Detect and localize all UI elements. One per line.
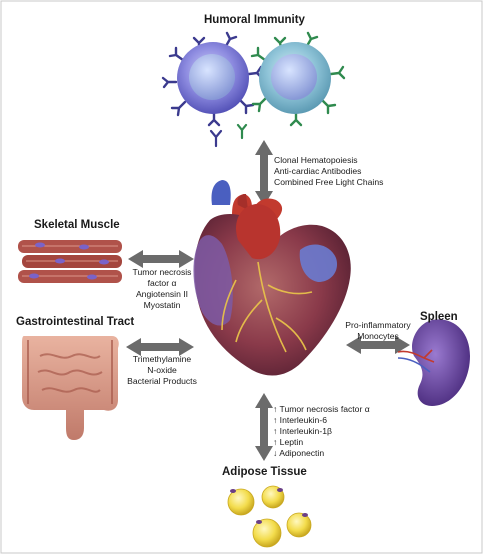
skeletal-marker: Angiotensin II bbox=[122, 289, 202, 300]
spleen-markers: Pro-inflammatory Monocytes bbox=[340, 320, 416, 342]
adipose-cells-icon bbox=[228, 486, 311, 547]
humoral-immunity-title: Humoral Immunity bbox=[204, 14, 305, 26]
adipose-marker: ↑ Tumor necrosis factor α bbox=[273, 404, 370, 415]
adipose-marker: ↑ Interleukin-1β bbox=[273, 426, 370, 437]
gastrointestinal-tract-icon bbox=[22, 336, 119, 440]
humoral-marker: Clonal Hematopoiesis bbox=[274, 155, 383, 166]
antibody-icons bbox=[211, 125, 246, 146]
gi-marker: Bacterial Products bbox=[112, 376, 212, 387]
b-cell-blue-icon bbox=[163, 33, 262, 125]
adipose-tissue-title: Adipose Tissue bbox=[222, 466, 307, 478]
spleen-marker: Monocytes bbox=[340, 331, 416, 342]
adipose-marker: ↑ Leptin bbox=[273, 437, 370, 448]
arrow-skeletal-heart bbox=[128, 250, 194, 268]
humoral-markers: Clonal Hematopoiesis Anti-cardiac Antibo… bbox=[274, 155, 383, 188]
skeletal-marker: Myostatin bbox=[122, 300, 202, 311]
gastrointestinal-tract-title: Gastrointestinal Tract bbox=[16, 316, 134, 328]
skeletal-marker: Tumor necrosis bbox=[122, 267, 202, 278]
gi-marker: Trimethylamine bbox=[112, 354, 212, 365]
skeletal-muscle-icon bbox=[18, 240, 122, 283]
arrow-adipose-heart bbox=[255, 393, 273, 461]
heart-icon bbox=[193, 180, 350, 376]
adipose-markers: ↑ Tumor necrosis factor α ↑ Interleukin-… bbox=[273, 404, 370, 459]
skeletal-muscle-title: Skeletal Muscle bbox=[34, 219, 120, 231]
adipose-marker: ↓ Adiponectin bbox=[273, 448, 370, 459]
spleen-marker: Pro-inflammatory bbox=[340, 320, 416, 331]
t-cell-green-icon bbox=[252, 33, 344, 125]
arrow-humoral-heart bbox=[255, 140, 273, 206]
humoral-marker: Anti-cardiac Antibodies bbox=[274, 166, 383, 177]
humoral-marker: Combined Free Light Chains bbox=[274, 177, 383, 188]
spleen-title: Spleen bbox=[420, 311, 458, 323]
skeletal-marker: factor α bbox=[122, 278, 202, 289]
gi-marker: N-oxide bbox=[112, 365, 212, 376]
adipose-marker: ↑ Interleukin-6 bbox=[273, 415, 370, 426]
skeletal-markers: Tumor necrosis factor α Angiotensin II M… bbox=[122, 267, 202, 311]
gi-markers: Trimethylamine N-oxide Bacterial Product… bbox=[112, 354, 212, 387]
